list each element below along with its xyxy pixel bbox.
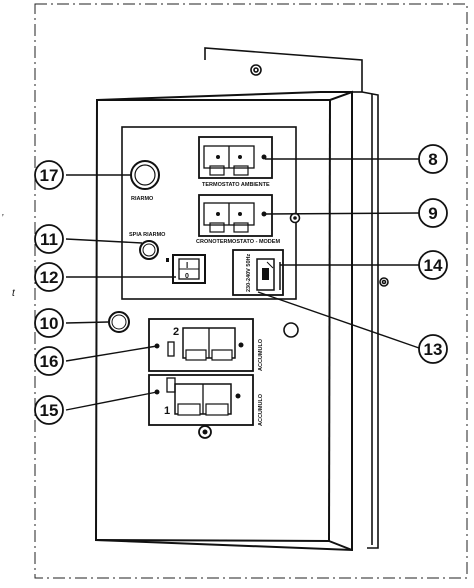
power-inlet: [232, 249, 284, 296]
terminal-termostato-ambiente: [198, 136, 273, 179]
accumulo-1-label: ACCUMULO: [258, 393, 264, 426]
callout-16: 16: [40, 352, 59, 371]
accumulo-1-module: [148, 374, 254, 426]
callout-11: 11: [40, 230, 58, 249]
accumulo-1-number: 1: [164, 405, 170, 417]
accumulo-2-module: [148, 318, 254, 372]
cronotermostato-label: CRONOTERMOSTATO - MODEM: [196, 239, 280, 245]
reset-indicator-light: [139, 240, 159, 260]
callout-markers: [34, 144, 448, 425]
knockout-hole: [283, 322, 299, 338]
margin-mark-comma: ,: [2, 207, 5, 217]
termostato-ambiente-label: TERMOSTATO AMBIENTE: [202, 182, 270, 188]
callout-9: 9: [428, 204, 437, 223]
callout-14: 14: [424, 256, 443, 275]
callout-13: 13: [424, 340, 443, 359]
switch-off-mark: 0: [185, 273, 189, 280]
accumulo-2-label: ACCUMULO: [258, 338, 264, 371]
callout-17: 17: [40, 166, 59, 185]
spia-riarmo-label: SPIA RIARMO: [129, 232, 166, 238]
reset-button[interactable]: [130, 160, 160, 190]
page-border: [34, 3, 468, 579]
power-spec-label: 230-240V 50Hz: [246, 254, 252, 292]
callout-12: 12: [40, 268, 59, 287]
wall-bracket: [204, 47, 389, 549]
switch-on-mark: I: [186, 261, 188, 270]
terminal-cronotermostato: [198, 194, 273, 237]
cover-screw-bottom: [198, 425, 212, 439]
callout-10: 10: [40, 314, 59, 333]
leader-lines: [65, 158, 420, 411]
switch-mark: [166, 258, 169, 262]
cover-screw-top: [289, 212, 301, 224]
margin-letter: t: [12, 288, 16, 299]
accumulo-2-number: 2: [173, 326, 179, 338]
riarmo-label: RIARMO: [131, 196, 154, 202]
side-lamp: [108, 311, 130, 333]
callout-15: 15: [40, 401, 59, 420]
callout-8: 8: [428, 150, 437, 169]
main-power-switch[interactable]: I 0: [172, 254, 206, 284]
